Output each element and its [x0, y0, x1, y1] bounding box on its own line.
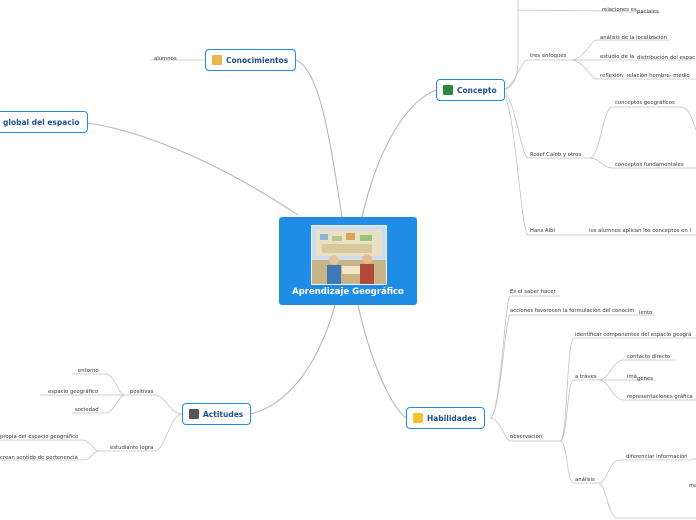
leaf-diferenciar[interactable]: diferenciar información	[626, 454, 688, 461]
leaf-genes: genes	[637, 376, 653, 383]
leaf-conceptos-geograficos[interactable]: conceptos geográficos	[615, 100, 675, 107]
leaf-acciones-favorecen[interactable]: acciones favorecen la formulación del co…	[510, 308, 634, 315]
topic-conocimientos[interactable]: Conocimientos	[205, 49, 296, 71]
leaf-relaciones[interactable]: relaciones es	[602, 7, 637, 14]
leaf-observacion[interactable]: observación	[510, 434, 542, 441]
leaf-acciones-suffix: iento	[639, 310, 652, 317]
leaf-distribucion: distribución del espac	[637, 55, 695, 62]
topic-concepto[interactable]: Concepto	[436, 79, 505, 101]
classroom-illustration	[311, 225, 387, 285]
leaf-a-traves[interactable]: a tráves	[575, 374, 597, 381]
topic-label: Concepto	[457, 86, 497, 95]
film-icon	[189, 409, 199, 419]
leaf-saber-hacer[interactable]: Es el saber hacer	[510, 289, 556, 296]
leaf-alumnos-aplican[interactable]: los alumnos aplican los conceptos en l	[589, 228, 691, 235]
book-icon	[443, 85, 453, 95]
leaf-analisis-localizacion[interactable]: análisis de la localización	[600, 35, 667, 42]
leaf-identificar[interactable]: identificar componentes del espacio geog…	[575, 332, 691, 339]
leaf-tres-enfoques[interactable]: tres enfoques	[530, 53, 566, 60]
leaf-analisis[interactable]: análisis	[575, 477, 595, 484]
leaf-ima[interactable]: imá	[627, 374, 637, 381]
leaf-reflexion[interactable]: reflexión: relación hombre- medio	[600, 73, 690, 80]
leaf-ma[interactable]: ma	[689, 483, 696, 490]
notepad-icon	[212, 55, 222, 65]
topic-label: Conocimientos	[226, 56, 288, 65]
leaf-contacto-directo[interactable]: contacto directo	[627, 354, 670, 361]
leaf-espacio-geografico[interactable]: espacio geográfico	[48, 389, 98, 396]
leaf-entorno[interactable]: entorno	[78, 368, 99, 375]
leaf-hans-albi[interactable]: Hans Albi	[530, 228, 555, 235]
leaf-representaciones[interactable]: representaciones gráfica	[627, 394, 693, 401]
central-topic[interactable]: Aprendizaje Geográfico	[279, 217, 417, 305]
leaf-propia-del-espacio[interactable]: propia del espacio geográfico	[0, 434, 78, 441]
leaf-conceptos-fundamentales[interactable]: conceptos fundamentales	[615, 162, 684, 169]
leaf-alumnos[interactable]: alumnos	[154, 56, 177, 63]
leaf-estudiante-logra[interactable]: estudiante logra	[110, 445, 153, 452]
topic-label: Actitudes	[203, 410, 243, 419]
leaf-estudio-de-la[interactable]: estudio de la	[600, 54, 634, 61]
topic-global-del-espacio[interactable]: global del espacio	[0, 111, 88, 133]
topic-label: Habilidades	[427, 414, 477, 423]
topic-label: global del espacio	[3, 118, 80, 127]
leaf-paciales: paciales	[637, 9, 659, 16]
central-title: Aprendizaje Geográfico	[279, 287, 417, 297]
leaf-positivas[interactable]: positivas	[130, 389, 154, 396]
folder-icon	[413, 413, 423, 423]
classroom-image	[312, 226, 386, 284]
leaf-sociedad[interactable]: sociedad	[75, 407, 99, 414]
leaf-crean-sentido[interactable]: crean sentido de pertenencia	[0, 455, 78, 462]
topic-actitudes[interactable]: Actitudes	[182, 403, 251, 425]
leaf-rosef-calob[interactable]: Rosef Calob y otros	[530, 152, 581, 159]
topic-habilidades[interactable]: Habilidades	[406, 407, 485, 429]
